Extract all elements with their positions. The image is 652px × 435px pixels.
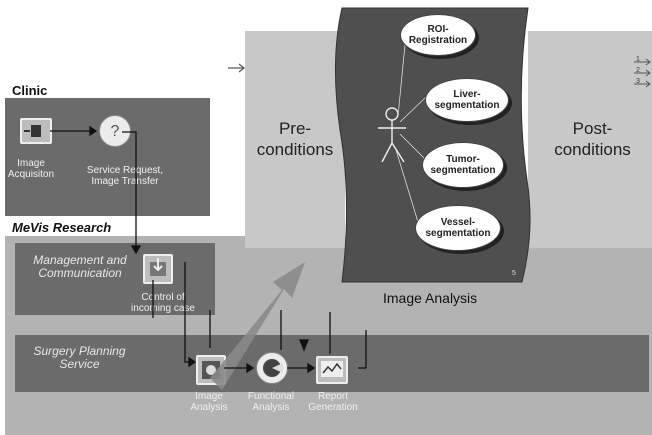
image-analysis-caption: Image Analysis — [383, 290, 478, 306]
service-request-icon: ? — [99, 115, 131, 147]
postconditions-label: Post-conditions — [554, 119, 631, 159]
management-communication-panel — [15, 243, 215, 315]
page-mark: 5 — [512, 270, 516, 277]
clinic-header: Clinic — [12, 83, 48, 98]
preconditions-label: Pre-conditions — [256, 119, 334, 159]
service-request-label: Service Request,Image Transfer — [86, 165, 164, 187]
control-to-analysis-line — [184, 262, 194, 363]
use-case-liver-segmentation: Liver-segmentation — [425, 78, 509, 122]
zoom-arrow — [210, 262, 305, 390]
output-number-3: 3 — [636, 78, 640, 85]
use-case-vessel-segmentation: Vessel-segmentation — [415, 205, 501, 251]
service-to-control-line — [122, 131, 137, 252]
output-arrows — [634, 58, 651, 88]
use-case-roi-registration: ROI-Registration — [400, 14, 476, 56]
use-case-tumor-segmentation: Tumor-segmentation — [422, 142, 504, 188]
actor-links — [395, 44, 429, 223]
functional-analysis-icon — [256, 352, 288, 384]
svg-text:?: ? — [111, 123, 120, 140]
postconditions-box — [528, 31, 652, 248]
incoming-case-icon — [143, 254, 173, 284]
output-number-1: 1 — [636, 56, 640, 63]
output-number-2: 2 — [636, 67, 640, 74]
report-generation-icon — [316, 356, 348, 384]
preconditions-box — [245, 31, 345, 248]
mevis-research-header: MeVis Research — [12, 220, 112, 235]
